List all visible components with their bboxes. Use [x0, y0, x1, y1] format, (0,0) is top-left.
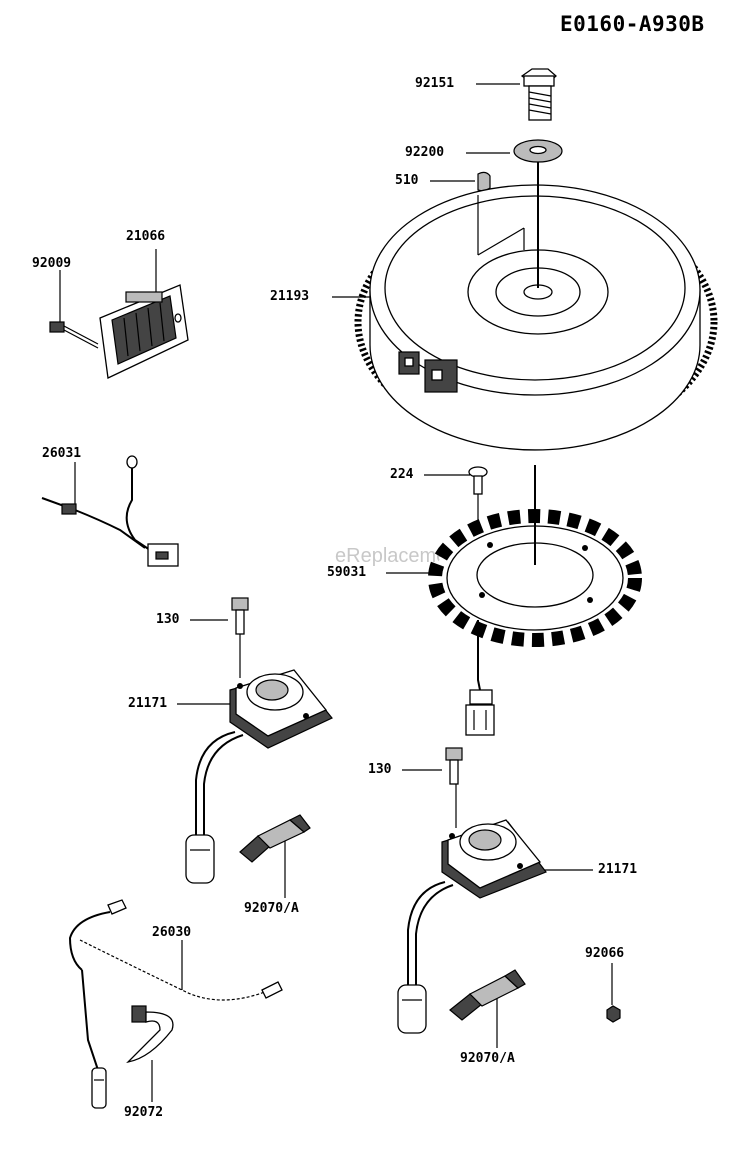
part-label-21066: 21066	[126, 229, 166, 244]
diagram-code: E0160-A930B	[560, 12, 705, 36]
part-label-92200: 92200	[405, 145, 445, 160]
stator-screw	[468, 466, 488, 520]
part-label-92066: 92066	[585, 946, 625, 961]
part-label-92151: 92151	[415, 76, 455, 91]
coil-bolt-left	[231, 597, 249, 678]
part-label-130-left: 130	[156, 612, 180, 627]
clamp	[126, 1005, 174, 1064]
regulator	[99, 284, 189, 379]
flywheel-bolt	[520, 68, 557, 121]
ignition-coil-right	[397, 819, 547, 1034]
regulator-bolt	[49, 321, 99, 349]
lead-wire-26030	[68, 899, 283, 1109]
part-label-21193: 21193	[270, 289, 310, 304]
flywheel	[354, 162, 718, 451]
part-label-59031: 59031	[327, 565, 367, 580]
part-label-92009: 92009	[32, 256, 72, 271]
ignition-coil-left	[185, 669, 333, 884]
part-label-21171-right: 21171	[598, 862, 638, 877]
part-label-26031: 26031	[42, 446, 82, 461]
part-label-510: 510	[395, 173, 419, 188]
spark-plug-right	[449, 969, 526, 1021]
part-label-26030: 26030	[152, 925, 192, 940]
coil-bolt-right	[445, 747, 463, 828]
part-label-92072: 92072	[124, 1105, 164, 1120]
part-label-92070a-right: 92070/A	[460, 1051, 515, 1066]
part-label-92070a-left: 92070/A	[244, 901, 299, 916]
part-label-224: 224	[390, 467, 414, 482]
nut	[606, 1005, 621, 1023]
part-label-130-right: 130	[368, 762, 392, 777]
key	[477, 171, 491, 192]
part-label-21171-left: 21171	[128, 696, 168, 711]
spark-plug-left	[239, 814, 311, 863]
washer	[513, 139, 563, 163]
lead-wire-26031	[41, 455, 179, 567]
stator	[428, 465, 642, 736]
